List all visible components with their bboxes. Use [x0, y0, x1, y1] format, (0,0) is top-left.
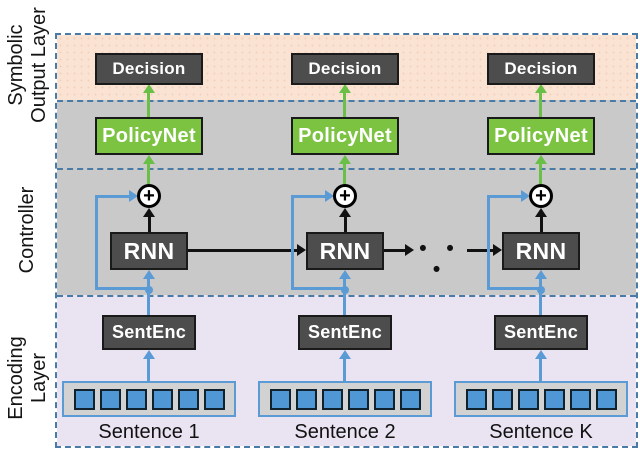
skip-connection-vertical	[291, 195, 294, 290]
sum-to-policynet-line	[539, 162, 542, 184]
layer-label-encoding: Encoding Layer	[5, 303, 51, 453]
tokens-to-sentenc-line	[343, 357, 346, 381]
sum-to-policynet-arrowhead	[143, 155, 155, 164]
skip-connection-top	[95, 195, 130, 198]
policynet-box: PolicyNet	[291, 117, 399, 155]
ellipsis-dots: • • •	[419, 237, 461, 281]
token-square	[73, 388, 95, 410]
sentenc-to-rnn-line	[539, 277, 542, 315]
skip-connection-arrowhead	[129, 190, 138, 202]
skip-connection-vertical	[487, 195, 490, 290]
token-square	[543, 388, 565, 410]
decision-box: Decision	[487, 53, 595, 85]
skip-connection-bottom	[95, 287, 150, 290]
policynet-to-decision-line	[539, 91, 542, 117]
policynet-to-decision-arrowhead	[535, 84, 547, 93]
skip-connection-top	[291, 195, 326, 198]
sentenc-to-rnn-line	[147, 277, 150, 315]
tokens-to-sentenc-line	[539, 357, 542, 381]
skip-connection-arrowhead	[521, 190, 530, 202]
rnn2-to-ellipsis-line	[384, 249, 405, 252]
policynet-to-decision-arrowhead	[339, 84, 351, 93]
sentenc-box: SentEnc	[298, 315, 392, 350]
rnn-to-sum-line	[540, 215, 543, 232]
rnn2-to-ellipsis-arrowhead	[405, 243, 414, 256]
tokens-to-sentenc-line	[147, 357, 150, 381]
sum-plus-icon: +	[333, 184, 357, 208]
sentenc-to-rnn-arrowhead	[535, 270, 547, 279]
token-square	[99, 388, 121, 410]
sentenc-to-rnn-arrowhead	[339, 270, 351, 279]
sum-to-policynet-line	[147, 162, 150, 184]
layer-label-encoding-line2: Layer	[28, 352, 50, 404]
layer-label-symbolic-line2: Output Layer	[28, 7, 50, 123]
token-square	[491, 388, 513, 410]
sentenc-to-rnn-arrowhead	[143, 270, 155, 279]
rnn-to-sum-arrowhead	[143, 208, 155, 217]
rnn-to-sum-line	[148, 215, 151, 232]
token-square	[269, 388, 291, 410]
token-square	[347, 388, 369, 410]
rnn-to-sum-arrowhead	[339, 208, 351, 217]
policynet-to-decision-line	[343, 91, 346, 117]
skip-connection-vertical	[95, 195, 98, 290]
decision-box: Decision	[291, 53, 399, 85]
sentence-label: Sentence 1	[98, 421, 200, 443]
skip-connection-top	[487, 195, 522, 198]
token-square	[177, 388, 199, 410]
sum-plus-icon: +	[529, 184, 553, 208]
token-strip	[258, 381, 432, 417]
rnn-box: RNN	[502, 232, 580, 270]
sum-plus-icon: +	[137, 184, 161, 208]
rnn-to-sum-arrowhead	[535, 208, 547, 217]
sentence-label: Sentence 2	[294, 421, 396, 443]
sentenc-box: SentEnc	[494, 315, 588, 350]
dashed-separator-1	[57, 100, 636, 102]
token-square	[203, 388, 225, 410]
decision-box: Decision	[95, 53, 203, 85]
token-strip	[62, 381, 236, 417]
layer-label-symbolic-line1: Symbolic	[5, 24, 27, 106]
token-square	[595, 388, 617, 410]
rnn1-to-rnn2-line	[188, 249, 297, 252]
sum-to-policynet-arrowhead	[339, 155, 351, 164]
rnn-box: RNN	[110, 232, 188, 270]
tokens-to-sentenc-arrowhead	[339, 350, 351, 359]
rnn1-to-rnn2-arrowhead	[297, 243, 306, 256]
sum-to-policynet-arrowhead	[535, 155, 547, 164]
policynet-to-decision-arrowhead	[143, 84, 155, 93]
token-square	[399, 388, 421, 410]
layer-label-controller: Controller	[16, 186, 38, 274]
skip-connection-arrowhead	[325, 190, 334, 202]
token-square	[295, 388, 317, 410]
architecture-diagram: • • • Decision PolicyNet + RNN SentEnc S…	[55, 33, 638, 448]
skip-connection-bottom	[291, 287, 346, 290]
rnn-box: RNN	[306, 232, 384, 270]
layer-label-symbolic-output: Symbolic Output Layer	[5, 0, 51, 140]
token-square	[151, 388, 173, 410]
token-strip	[454, 381, 628, 417]
skip-connection-bottom	[487, 287, 542, 290]
rnn-to-sum-line	[344, 215, 347, 232]
ellipsis-to-rnn3-line	[467, 249, 493, 252]
policynet-box: PolicyNet	[487, 117, 595, 155]
token-square	[373, 388, 395, 410]
layer-label-encoding-line1: Encoding	[5, 336, 27, 420]
sentenc-to-rnn-line	[343, 277, 346, 315]
token-square	[321, 388, 343, 410]
dashed-separator-2	[57, 168, 636, 170]
policynet-to-decision-line	[147, 91, 150, 117]
token-square	[465, 388, 487, 410]
sentence-label: Sentence K	[489, 421, 593, 443]
ellipsis-to-rnn3-arrowhead	[493, 243, 502, 256]
tokens-to-sentenc-arrowhead	[143, 350, 155, 359]
token-square	[569, 388, 591, 410]
sum-to-policynet-line	[343, 162, 346, 184]
policynet-box: PolicyNet	[95, 117, 203, 155]
tokens-to-sentenc-arrowhead	[535, 350, 547, 359]
dashed-separator-3	[57, 295, 636, 297]
token-square	[517, 388, 539, 410]
token-square	[125, 388, 147, 410]
sentenc-box: SentEnc	[102, 315, 196, 350]
